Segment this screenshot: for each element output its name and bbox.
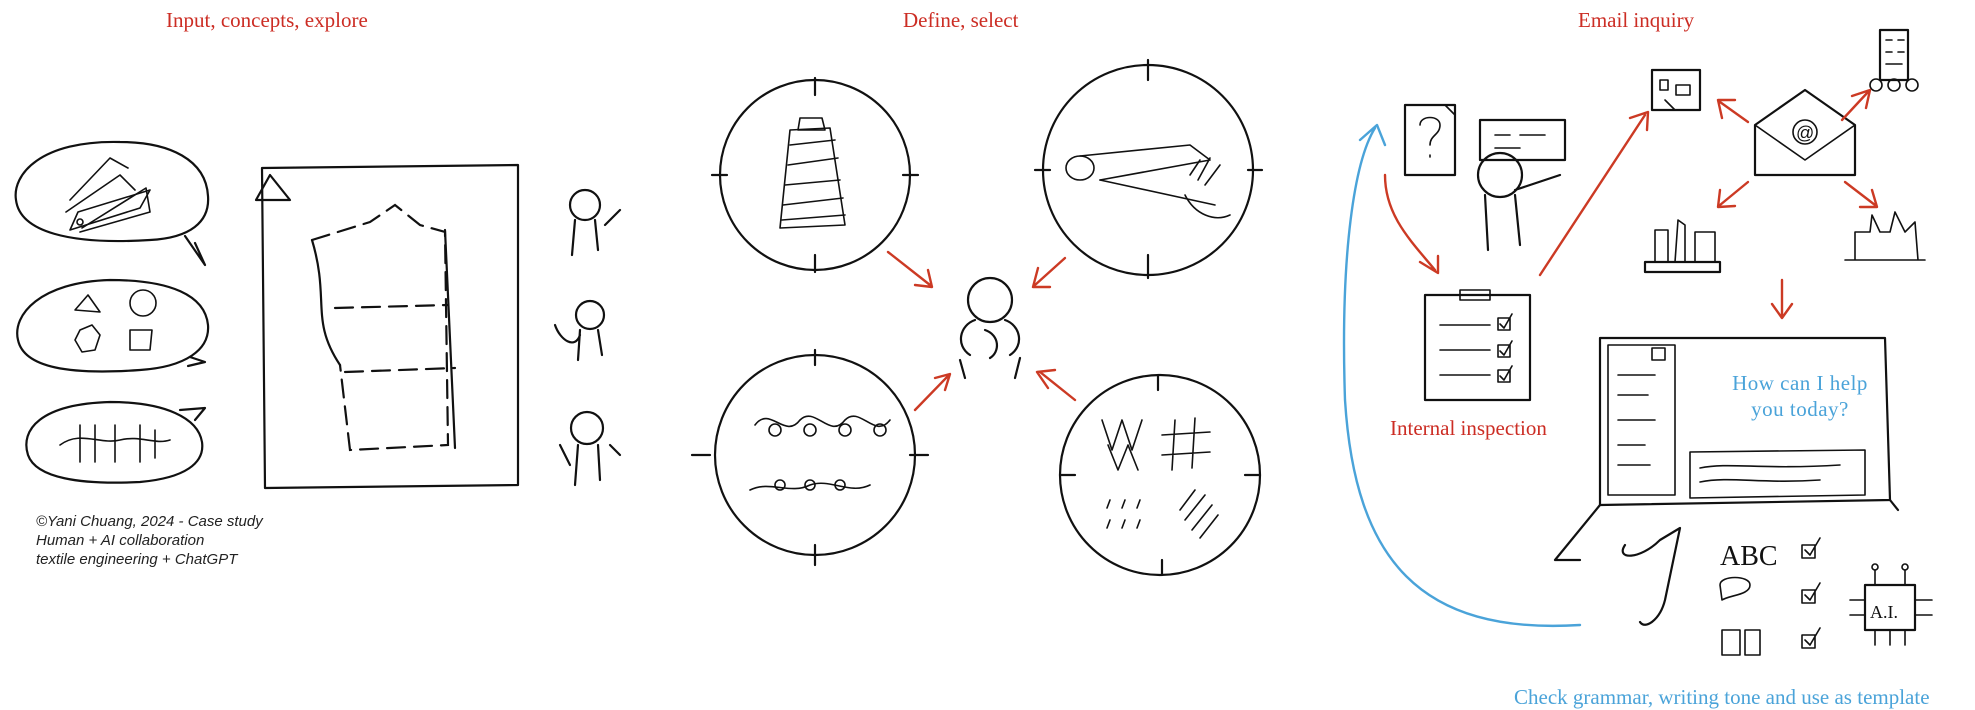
texture-icon	[1058, 373, 1262, 577]
chat-prompt-line-2: you today?	[1751, 397, 1849, 421]
color-swatch-icon	[14, 140, 210, 267]
shapes-icon	[16, 278, 210, 373]
section-title-define: Define, select	[903, 8, 1019, 32]
credit-line-3: textile engineering + ChatGPT	[36, 551, 238, 568]
ai-chip-text: A.I.	[1870, 602, 1898, 622]
email-envelope-icon	[1753, 88, 1857, 177]
credit-block: ©Yani Chuang, 2024 - Case study Human + …	[36, 512, 263, 569]
person-icon	[553, 188, 622, 487]
question-document-icon	[1403, 103, 1457, 177]
chat-prompt: How can I help you today?	[1690, 370, 1910, 422]
person-laptop-icon	[1476, 118, 1567, 252]
check-grammar-caption: Check grammar, writing tone and use as t…	[1514, 685, 1930, 709]
credit-line-1: ©Yani Chuang, 2024 - Case study	[36, 513, 263, 530]
chat-prompt-line-1: How can I help	[1732, 371, 1868, 395]
internal-inspection-label: Internal inspection	[1390, 416, 1547, 440]
credit-line-2: Human + AI collaboration	[36, 532, 205, 549]
building-icon	[1650, 68, 1702, 112]
garment-pattern-icon	[254, 163, 520, 490]
clipboard-checklist-icon	[1423, 289, 1532, 402]
at-sign-text: @	[1796, 123, 1814, 143]
embroidery-icon	[690, 348, 930, 567]
laptop-chat-icon	[1553, 336, 1900, 626]
person-center-icon	[958, 276, 1022, 380]
section-title-email: Email inquiry	[1578, 8, 1695, 32]
section-title-input: Input, concepts, explore	[166, 8, 368, 32]
question-mark-text: ?	[1419, 146, 1420, 148]
abc-checklist	[1719, 537, 1821, 656]
thread-cone-icon	[710, 76, 920, 274]
stitch-icon	[25, 400, 207, 484]
factory-icon	[1643, 211, 1926, 274]
chip-icon	[1849, 563, 1933, 646]
fabric-roll-icon	[1033, 58, 1264, 280]
office-tower-icon	[1869, 28, 1919, 92]
abc-text: ABC	[1720, 541, 1778, 572]
